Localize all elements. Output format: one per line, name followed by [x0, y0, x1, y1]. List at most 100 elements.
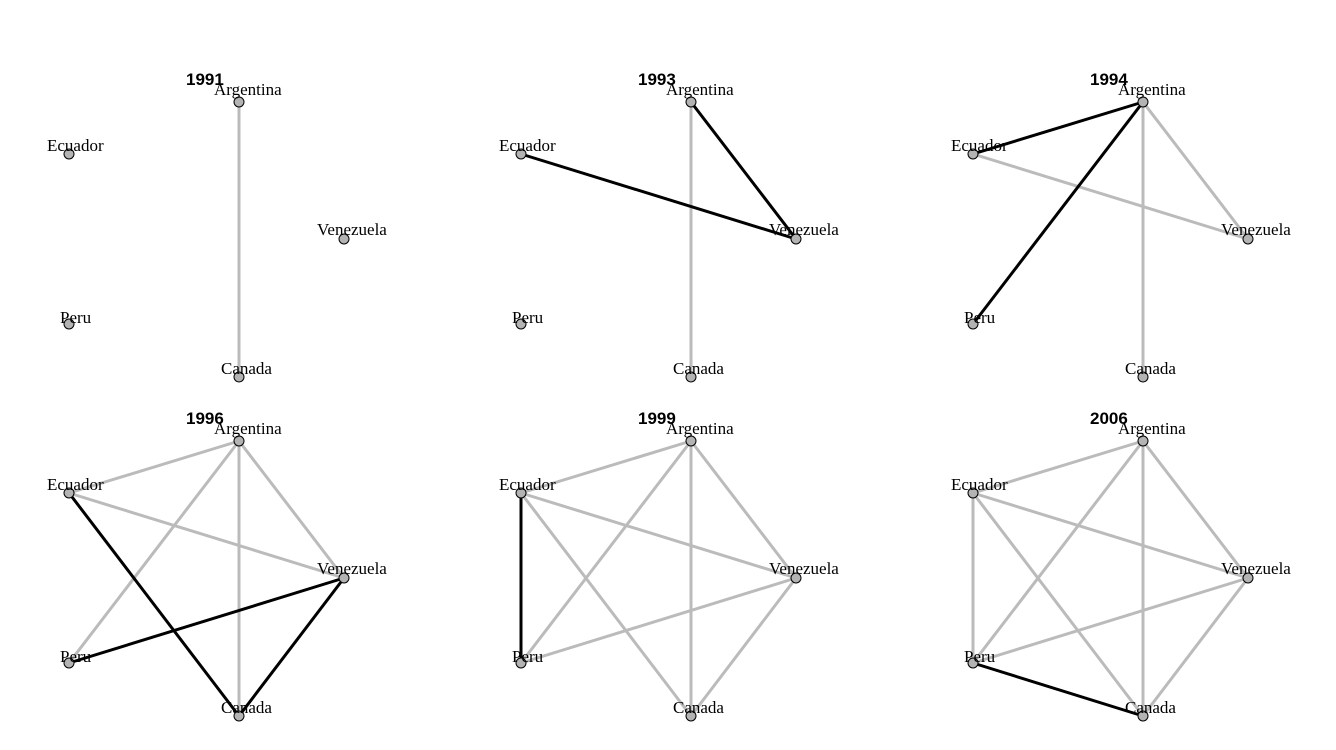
edge-ecuador-canada: [971, 492, 1145, 717]
node-peru: [515, 318, 527, 330]
node-venezuela: [1242, 233, 1254, 245]
node-ecuador: [967, 148, 979, 160]
node-label-canada: Canada: [221, 359, 272, 378]
node-peru: [515, 657, 527, 669]
node-canada: [685, 710, 697, 722]
edge-ecuador-venezuela: [68, 491, 345, 580]
edge-ecuador-venezuela: [972, 152, 1249, 241]
node-label-ecuador: Ecuador: [951, 136, 1008, 155]
node-venezuela: [338, 572, 350, 584]
node-canada: [233, 371, 245, 383]
node-label-canada: Canada: [1125, 359, 1176, 378]
edge-ecuador-venezuela: [520, 152, 797, 241]
node-canada: [685, 371, 697, 383]
panel-title: 1993: [638, 70, 676, 89]
node-label-canada: Canada: [673, 359, 724, 378]
node-label-ecuador: Ecuador: [499, 475, 556, 494]
node-label-peru: Peru: [964, 308, 996, 327]
edge-ecuador-venezuela: [520, 491, 797, 580]
node-label-canada: Canada: [1125, 698, 1176, 717]
node-label-canada: Canada: [673, 698, 724, 717]
edge-argentina-venezuela: [237, 440, 346, 579]
edge-argentina-peru: [519, 440, 693, 664]
node-venezuela: [338, 233, 350, 245]
node-canada: [1137, 710, 1149, 722]
node-label-venezuela: Venezuela: [769, 559, 839, 578]
edge-peru-venezuela: [68, 576, 345, 665]
node-label-venezuela: Venezuela: [1221, 220, 1291, 239]
node-ecuador: [63, 487, 75, 499]
node-peru: [63, 318, 75, 330]
edge-venezuela-canada: [237, 577, 346, 717]
node-argentina: [685, 435, 697, 447]
edge-argentina-ecuador: [972, 100, 1144, 156]
node-label-argentina: Argentina: [666, 419, 734, 438]
node-label-peru: Peru: [512, 308, 544, 327]
panel-title: 1994: [1090, 70, 1128, 89]
panel-title: 1996: [186, 409, 224, 428]
edge-ecuador-venezuela: [972, 491, 1249, 580]
node-label-peru: Peru: [512, 647, 544, 666]
node-label-argentina: Argentina: [214, 419, 282, 438]
node-label-peru: Peru: [60, 308, 92, 327]
node-argentina: [233, 96, 245, 108]
edge-argentina-peru: [67, 440, 241, 664]
node-ecuador: [63, 148, 75, 160]
node-label-venezuela: Venezuela: [317, 559, 387, 578]
node-argentina: [233, 435, 245, 447]
node-canada: [1137, 371, 1149, 383]
edge-argentina-venezuela: [1141, 101, 1250, 240]
panel-title: 1999: [638, 409, 676, 428]
node-venezuela: [790, 572, 802, 584]
node-peru: [967, 318, 979, 330]
node-label-venezuela: Venezuela: [1221, 559, 1291, 578]
node-argentina: [1137, 435, 1149, 447]
edge-argentina-venezuela: [689, 101, 798, 240]
node-ecuador: [515, 148, 527, 160]
edge-venezuela-canada: [1141, 577, 1250, 717]
node-label-argentina: Argentina: [1118, 80, 1186, 99]
panel-title: 2006: [1090, 409, 1128, 428]
edge-argentina-ecuador: [972, 439, 1144, 495]
panel-title: 1991: [186, 70, 224, 89]
node-argentina: [685, 96, 697, 108]
node-peru: [63, 657, 75, 669]
node-label-canada: Canada: [221, 698, 272, 717]
node-ecuador: [967, 487, 979, 499]
edge-peru-venezuela: [972, 576, 1249, 665]
node-ecuador: [515, 487, 527, 499]
node-label-ecuador: Ecuador: [47, 475, 104, 494]
edge-argentina-venezuela: [689, 440, 798, 579]
node-venezuela: [1242, 572, 1254, 584]
node-label-argentina: Argentina: [214, 80, 282, 99]
edge-argentina-peru: [971, 101, 1145, 325]
edge-argentina-ecuador: [68, 439, 240, 495]
edge-peru-canada: [972, 661, 1144, 718]
node-venezuela: [790, 233, 802, 245]
edge-peru-venezuela: [520, 576, 797, 665]
edge-venezuela-canada: [689, 577, 798, 717]
edge-ecuador-canada: [519, 492, 693, 717]
node-label-argentina: Argentina: [666, 80, 734, 99]
node-label-ecuador: Ecuador: [951, 475, 1008, 494]
node-label-peru: Peru: [60, 647, 92, 666]
node-label-venezuela: Venezuela: [769, 220, 839, 239]
node-canada: [233, 710, 245, 722]
edge-ecuador-canada: [67, 492, 241, 717]
node-label-ecuador: Ecuador: [47, 136, 104, 155]
node-label-ecuador: Ecuador: [499, 136, 556, 155]
node-label-argentina: Argentina: [1118, 419, 1186, 438]
edge-argentina-peru: [971, 440, 1145, 664]
node-peru: [967, 657, 979, 669]
node-label-peru: Peru: [964, 647, 996, 666]
edge-argentina-venezuela: [1141, 440, 1250, 579]
node-label-venezuela: Venezuela: [317, 220, 387, 239]
node-argentina: [1137, 96, 1149, 108]
